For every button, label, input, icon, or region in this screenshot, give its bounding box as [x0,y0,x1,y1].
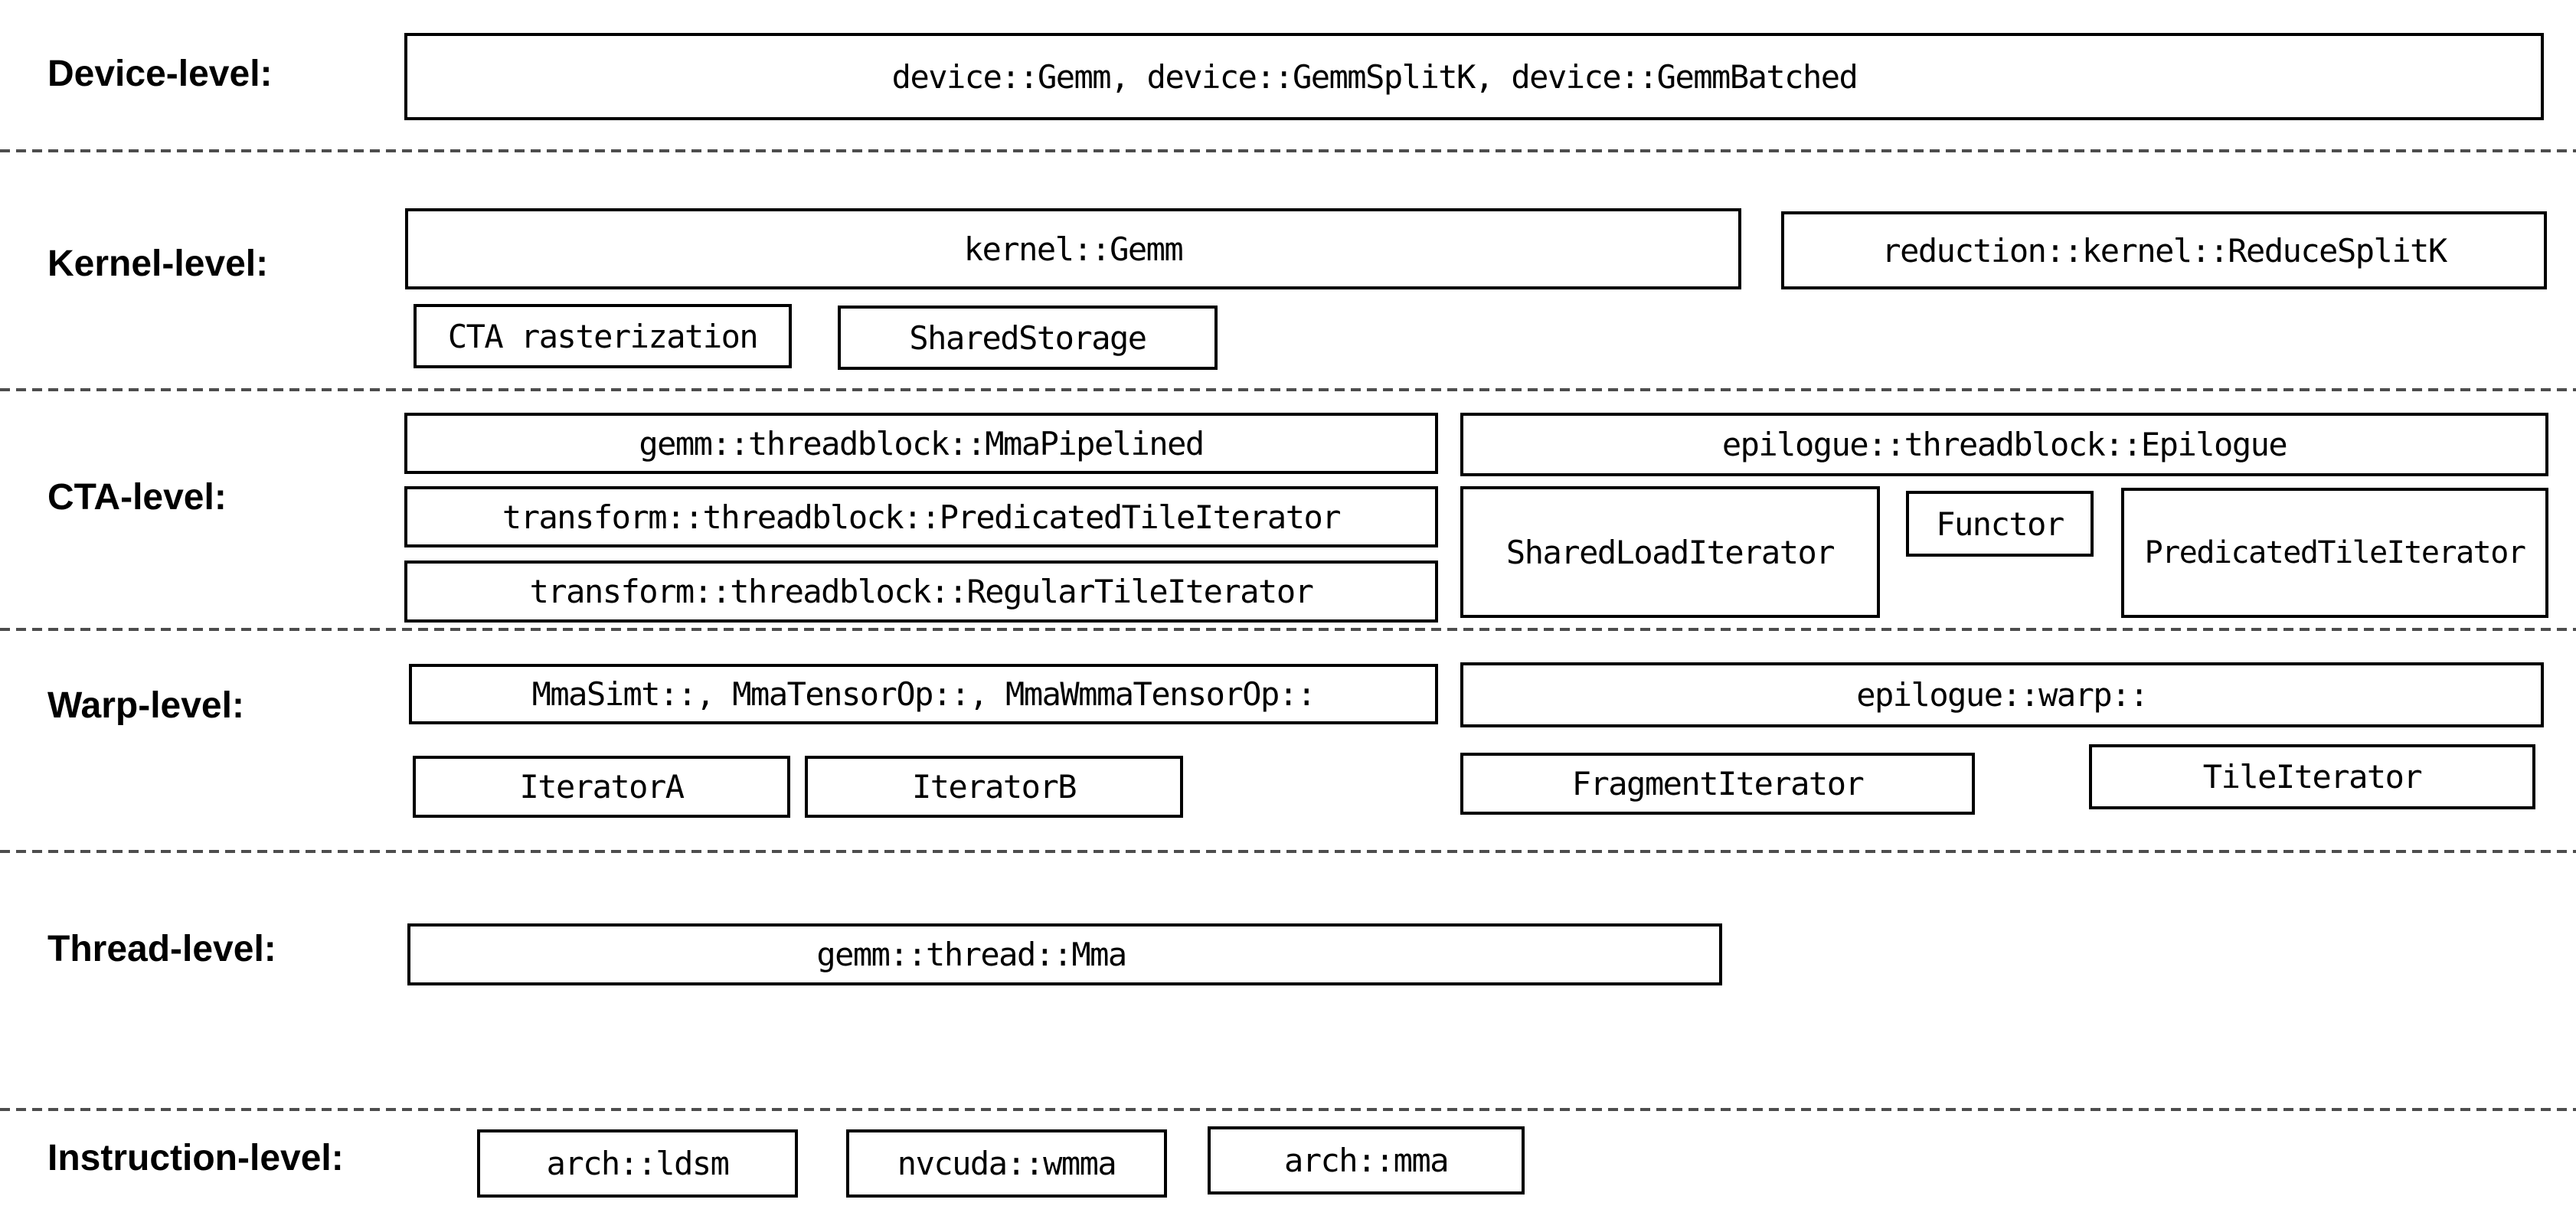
box-regular-tile-iterator: transform::threadblock::RegularTileItera… [404,560,1438,623]
box-shared-storage: SharedStorage [838,306,1218,370]
level-label-instruction: Instruction-level: [47,1138,344,1178]
box-iterator-b: IteratorB [805,756,1183,818]
level-label-kernel: Kernel-level: [47,243,269,284]
box-epilogue-threadblock: epilogue::threadblock::Epilogue [1460,413,2548,476]
box-predicated-tile-iterator-load: transform::threadblock::PredicatedTileIt… [404,486,1438,547]
box-fragment-iterator: FragmentIterator [1460,753,1975,815]
box-thread-mma: gemm::thread::Mma [407,923,1722,985]
level-label-warp: Warp-level: [47,685,244,726]
box-cta-rasterization: CTA rasterization [414,304,792,368]
section-divider [0,388,2576,391]
box-warp-mma-ops: MmaSimt::, MmaTensorOp::, MmaWmmaTensorO… [409,664,1438,724]
box-functor: Functor [1906,491,2094,557]
section-divider [0,149,2576,152]
level-label-thread: Thread-level: [47,929,276,969]
box-mma-pipelined: gemm::threadblock::MmaPipelined [404,413,1438,474]
box-arch-mma: arch::mma [1208,1126,1525,1194]
box-device-gemm-apis: device::Gemm, device::GemmSplitK, device… [404,33,2544,120]
section-divider [0,850,2576,853]
level-label-cta: CTA-level: [47,477,227,518]
box-kernel-gemm: kernel::Gemm [405,208,1741,289]
section-divider [0,628,2576,631]
box-reduce-splitk: reduction::kernel::ReduceSplitK [1781,211,2547,289]
box-epilogue-warp: epilogue::warp:: [1460,662,2544,727]
box-predicated-tile-iterator-store: PredicatedTileIterator [2121,488,2548,618]
box-arch-ldsm: arch::ldsm [477,1129,798,1198]
box-nvcuda-wmma: nvcuda::wmma [846,1129,1167,1198]
level-label-device: Device-level: [47,54,273,94]
section-divider [0,1108,2576,1111]
box-shared-load-iterator: SharedLoadIterator [1460,486,1880,618]
box-iterator-a: IteratorA [413,756,790,818]
box-tile-iterator: TileIterator [2089,744,2535,809]
